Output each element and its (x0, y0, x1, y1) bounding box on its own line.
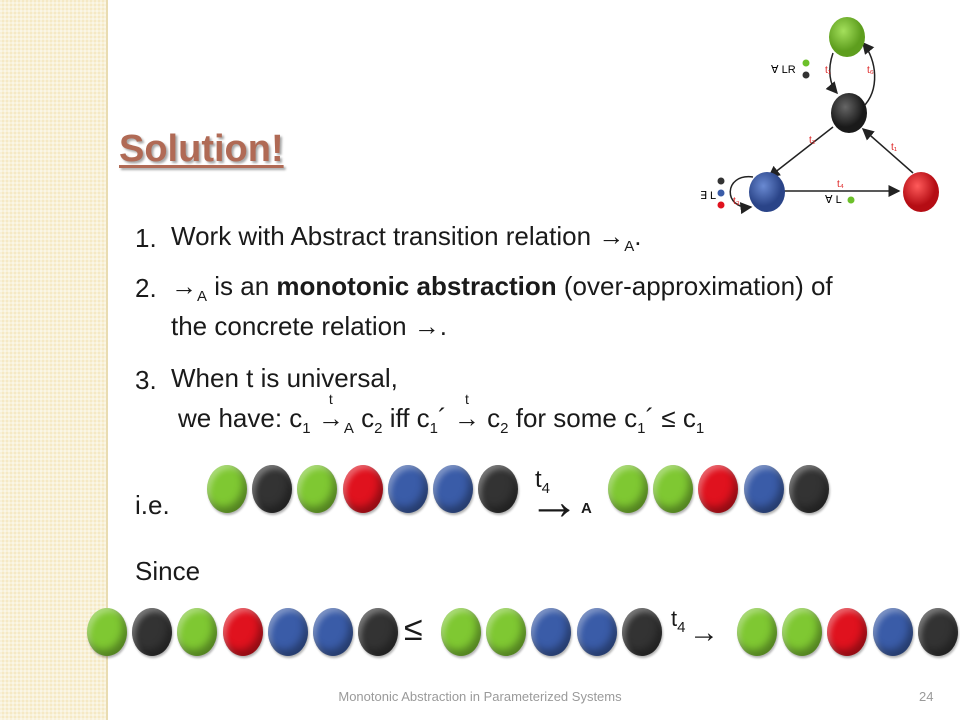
slide-title: Solution! (119, 128, 284, 170)
since-t4-label: t4 (671, 606, 686, 636)
item-1-text: Work with Abstract transition relation →… (171, 221, 642, 255)
since-arrow-icon: → (689, 616, 719, 649)
green-process-ball (87, 608, 127, 656)
red-process-ball (222, 608, 263, 656)
item-2-text: →A is an monotonic abstraction (over-app… (171, 271, 833, 305)
black-process-ball (621, 608, 662, 656)
edge-t2-black-blue (767, 126, 834, 178)
green-process-ball (486, 608, 527, 656)
blue-process-ball (267, 608, 308, 656)
green-process-ball (441, 608, 481, 656)
ie-A-label: A (581, 500, 592, 517)
blue-process-ball (872, 608, 913, 656)
node-black (831, 93, 867, 133)
green-process-ball (782, 608, 823, 656)
edge-t1-red-black (861, 128, 914, 174)
black-process-ball (788, 465, 829, 513)
item-3-text-line2: we have: c1 t→A c2 iff c1´ t→ c2 for som… (178, 391, 705, 437)
edge-t3-self-loop (729, 176, 754, 215)
black-process-ball (358, 608, 399, 656)
black-process-ball (252, 465, 293, 513)
ie-abstract-arrow-icon: → (528, 473, 580, 531)
ie-t4-label: t4 (535, 466, 551, 497)
state-diagram: ∀ LR t₁ t₆ t₂ t₁ t₄ ∀ L t₃ ∃ L (700, 17, 939, 215)
black-process-ball (917, 608, 958, 656)
blue-process-ball (743, 465, 784, 513)
item-3-text-line1: When t is universal, (171, 363, 398, 393)
red-process-ball (698, 465, 739, 513)
label-forall-lr: ∀ LR (771, 64, 796, 76)
item-2-text-line2: the concrete relation →. (171, 311, 448, 341)
node-green (829, 17, 865, 57)
item-1-number: 1. (135, 223, 157, 253)
decorative-sidebar (0, 0, 106, 720)
node-blue (749, 172, 785, 212)
label-t4: t₄ (837, 179, 844, 190)
green-process-ball (737, 608, 777, 656)
label-t1-a: t₁ (825, 65, 832, 76)
blue-process-ball (531, 608, 572, 656)
label-t1-b: t₁ (891, 142, 898, 153)
green-process-ball (297, 465, 338, 513)
label-exists-l: ∃ L (700, 190, 716, 202)
sidebar-edge (106, 0, 108, 720)
leq-symbol: ≤ (404, 610, 423, 648)
green-process-ball (653, 465, 694, 513)
blue-process-ball (387, 465, 428, 513)
blue-process-ball (576, 608, 617, 656)
black-process-ball (478, 465, 519, 513)
green-process-ball (177, 608, 218, 656)
item-3-number: 3. (135, 365, 157, 395)
black-process-ball (132, 608, 173, 656)
blue-process-ball (433, 465, 473, 513)
red-process-ball (342, 465, 383, 513)
green-process-ball (608, 465, 648, 513)
red-process-ball (827, 608, 868, 656)
item-2-number: 2. (135, 273, 157, 303)
label-t6: t₆ (867, 65, 874, 76)
footer-text: Monotonic Abstraction in Parameterized S… (338, 689, 622, 704)
label-forall-l: ∀ L (825, 194, 842, 206)
page-number: 24 (919, 689, 934, 704)
since-label: Since (135, 556, 201, 586)
ie-label: i.e. (135, 490, 170, 520)
edge-t1-green-black (825, 52, 838, 95)
label-t3: t₃ (733, 196, 740, 207)
node-red (903, 172, 939, 212)
green-process-ball (207, 465, 247, 513)
label-t2: t₂ (809, 135, 816, 146)
edge-t6-black-green (862, 41, 876, 108)
blue-process-ball (313, 608, 353, 656)
